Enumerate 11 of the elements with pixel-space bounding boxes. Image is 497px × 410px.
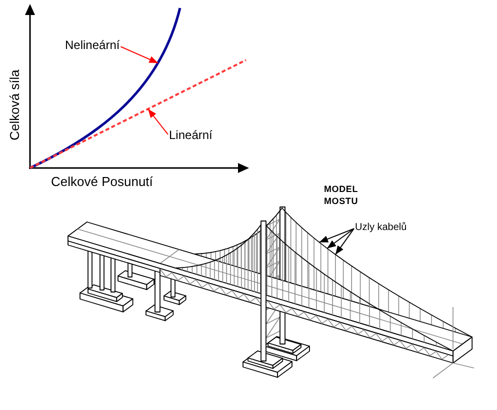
axis-title: Celková síla [7, 70, 23, 140]
illustration-title: MODEL MOSTU [324, 183, 359, 208]
leader-arrow [120, 46, 158, 64]
leader-arrow [334, 228, 354, 256]
curve-label: Nelineární [64, 38, 121, 52]
leader-arrow [318, 228, 354, 243]
axis-title: Celkové Posunutí [51, 174, 153, 190]
curve-label: Lineární [168, 128, 214, 142]
leader-arrow [148, 108, 168, 135]
leader-arrow [326, 228, 354, 249]
callout-label: Uzly kabelů [354, 222, 408, 234]
